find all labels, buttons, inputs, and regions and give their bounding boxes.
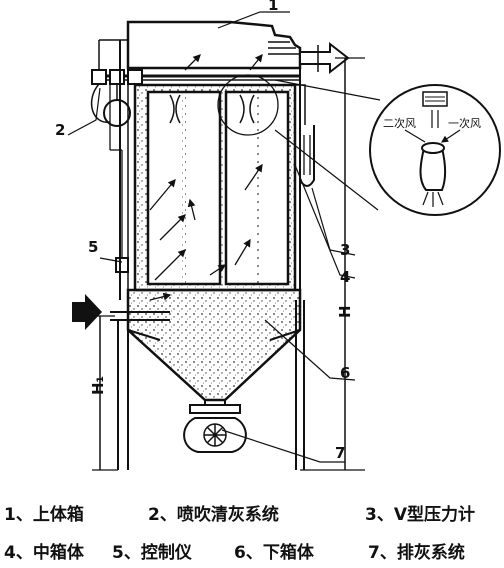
callout-4: 4 [340,268,350,286]
secondary-air-label: 二次风 [383,116,416,130]
legend-item-controller: 5、控制仪 [112,543,192,563]
outlet-arrow [299,41,350,75]
dimension-h1-label: H₁ [89,376,107,395]
legend-item-middle-box: 4、中箱体 [4,543,84,563]
callout-2: 2 [55,121,65,139]
legend-item-upper-box: 1、上体箱 [4,505,84,525]
legend-item-pulse-cleaning: 2、喷吹清灰系统 [148,505,279,525]
callout-5: 5 [88,238,98,256]
callout-leaders [67,11,356,463]
legend-item-discharge: 7、排灰系统 [368,543,465,563]
controller [115,257,129,273]
legend-item-v-manometer: 3、V型压力计 [365,505,475,525]
discharge-valve [183,404,247,453]
nozzle-detail-inset [274,79,501,216]
middle-box [133,74,297,292]
inlet [72,294,170,330]
legend-row-2: 4、中箱体 5、控制仪 6、下箱体 7、排灰系统 [0,538,504,568]
callout-1: 1 [268,0,278,14]
dust-collector-diagram: H H₁ 二次风 一次风 1 2 3 4 5 6 7 [55,0,501,471]
outer-casing [119,40,301,300]
dimension-h-label: H [336,305,354,318]
legend-row-1: 1、上体箱 2、喷吹清灰系统 3、V型压力计 [0,500,504,530]
upper-box [126,20,302,70]
callout-7: 7 [335,444,345,462]
callout-3: 3 [340,241,350,259]
lower-box-hopper [126,288,302,412]
callout-6: 6 [340,364,350,382]
dimension-h1 [92,315,118,471]
support-legs [117,300,305,470]
legend: 1、上体箱 2、喷吹清灰系统 3、V型压力计 4、中箱体 5、控制仪 6、下箱体… [0,500,504,568]
legend-item-lower-box: 6、下箱体 [234,543,314,563]
dimension-h [300,57,365,471]
primary-air-label: 一次风 [448,116,481,130]
